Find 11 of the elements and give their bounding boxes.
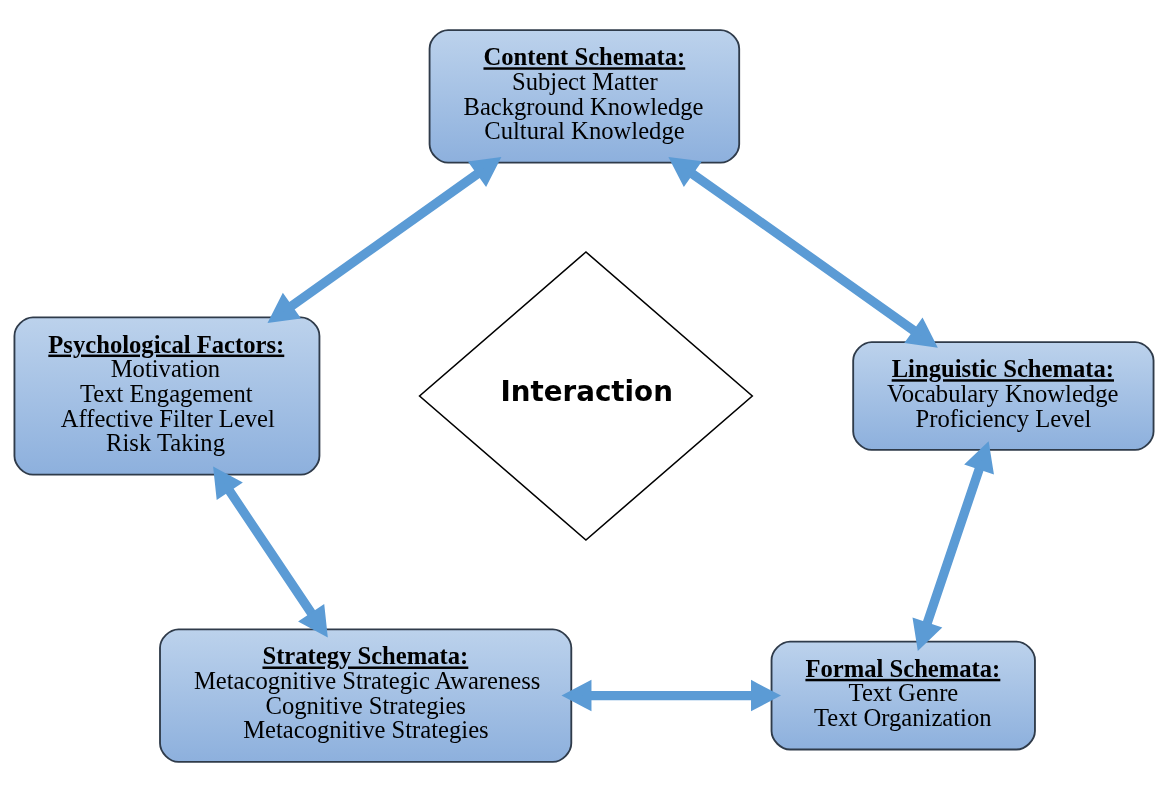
arrow xyxy=(668,156,938,348)
node-box: Strategy Schemata: Metacognitive Strategic Awareness Cognitive Strategies Metacognitive Strategies xyxy=(159,627,573,763)
node-box: Linguistic Schemata: Vocabulary Knowledge Proficiency Level xyxy=(852,340,1155,451)
arrow xyxy=(267,156,502,323)
arrow xyxy=(912,440,994,651)
arrow xyxy=(213,465,328,638)
node-diamond: Interaction xyxy=(418,250,754,541)
node-box: Formal Schemata: Text Genre Text Organization xyxy=(770,640,1036,750)
arrow xyxy=(561,679,781,711)
node-box: Content Schemata: Subject Matter Background Knowledge Cultural Knowledge xyxy=(428,28,741,164)
node-box: Psychological Factors: Motivation Text Engagement Affective Filter Level Risk Taking xyxy=(13,316,321,475)
